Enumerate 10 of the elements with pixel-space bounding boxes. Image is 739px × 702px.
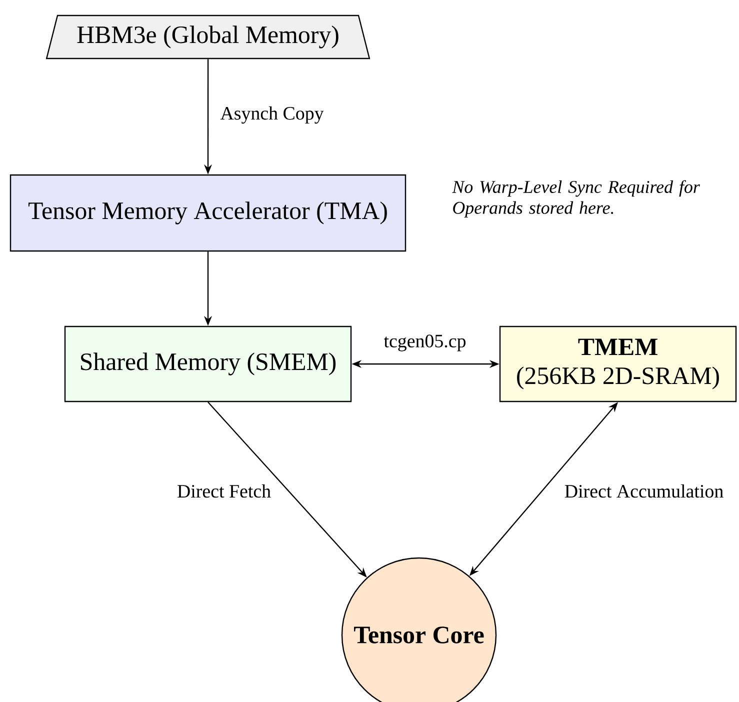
edge-label: Direct Accumulation	[564, 484, 724, 498]
circle-node: Tensor Core	[341, 557, 497, 702]
trapezoid-node: HBM3e (Global Memory)	[46, 14, 370, 60]
process-box: Tensor Memory Accelerator (TMA)	[10, 174, 406, 252]
process-box: Shared Memory (SMEM)	[64, 326, 352, 402]
edge-label: tcgen05.cp	[384, 334, 466, 352]
note-text: No Warp-Level Sync Required for Operands stored here.	[452, 180, 700, 218]
process-box: TMEM (256KB 2D-SRAM)	[499, 326, 737, 402]
edge-label: Asynch Copy	[220, 106, 324, 124]
edge-label: Direct Fetch	[178, 484, 271, 498]
